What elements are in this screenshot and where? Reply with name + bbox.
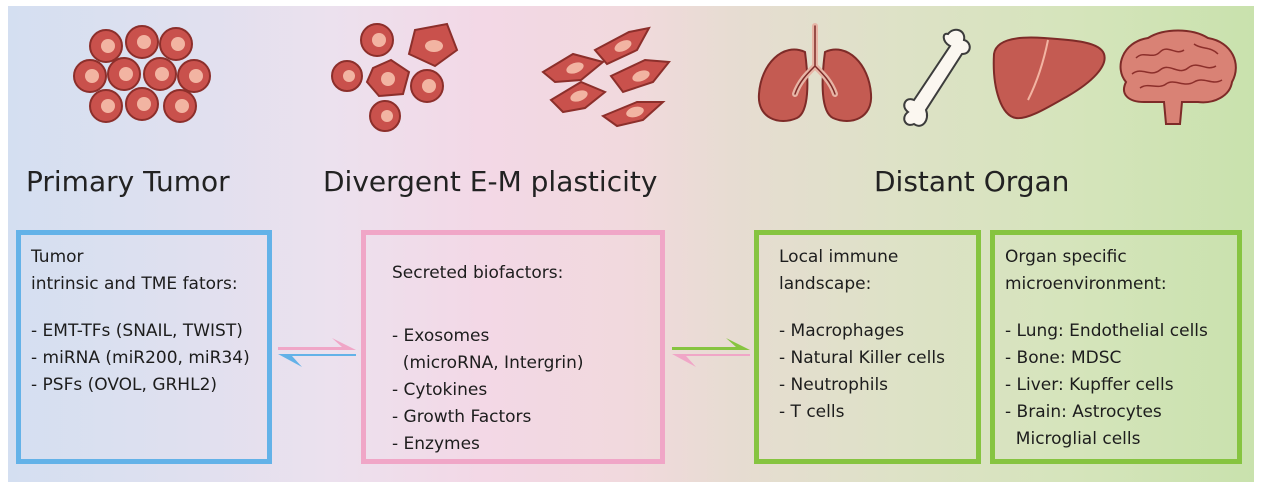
diagram-canvas: Primary Tumor Divergent E-M plasticity D… xyxy=(8,6,1254,482)
heading-divergent-em-plasticity: Divergent E-M plasticity xyxy=(323,165,658,198)
secreted-biofactors-box: Secreted biofactors: - Exosomes (microRN… xyxy=(361,230,665,464)
hybrid-cells-icon xyxy=(331,22,459,132)
organ-box-item: - Brain: Astrocytes xyxy=(1005,402,1162,422)
organ-box-item: - Bone: MDSC xyxy=(1005,348,1122,368)
spacer xyxy=(31,298,267,318)
organ-box-item: Microglial cells xyxy=(1005,429,1141,449)
secreted-box-item: - Growth Factors xyxy=(392,407,532,427)
secreted-box-item: - Cytokines xyxy=(392,380,488,400)
secreted-box-title: Secreted biofactors: xyxy=(392,263,564,283)
tumor-box-item: - PSFs (OVOL, GRHL2) xyxy=(31,375,218,395)
secreted-box-item: - Exosomes xyxy=(392,326,490,346)
immune-box-item: - T cells xyxy=(779,402,845,422)
secreted-box-item: (microRNA, Intergrin) xyxy=(392,353,584,373)
immune-box-item: - Natural Killer cells xyxy=(779,348,945,368)
tumor-box-title-line-2: intrinsic and TME fators: xyxy=(31,274,238,294)
spacer xyxy=(1005,298,1237,318)
immune-box-title-line-2: landscape: xyxy=(779,274,872,294)
organ-box-item: - Liver: Kupffer cells xyxy=(1005,375,1174,395)
organ-box-title-line-2: microenvironment: xyxy=(1005,274,1167,294)
lung-icon xyxy=(757,23,873,122)
immune-box-item: - Macrophages xyxy=(779,321,905,341)
equilibrium-arrows-right xyxy=(672,338,750,367)
organ-microenvironment-box: Organ specific microenvironment: - Lung:… xyxy=(990,230,1242,464)
spacer xyxy=(392,287,660,323)
spacer xyxy=(779,298,976,318)
local-immune-landscape-box: Local immune landscape: - Macrophages - … xyxy=(754,230,981,464)
tumor-box-title-line-1: Tumor xyxy=(31,247,84,267)
epithelial-cell-cluster-icon xyxy=(73,25,211,123)
brain-icon xyxy=(1119,29,1237,125)
organ-box-title-line-1: Organ specific xyxy=(1005,247,1127,267)
liver-icon xyxy=(992,36,1106,120)
secreted-box-item: - Enzymes xyxy=(392,434,480,454)
immune-box-item: - Neutrophils xyxy=(779,375,889,395)
bone-icon xyxy=(903,28,971,127)
tumor-box-item: - miRNA (miR200, miR34) xyxy=(31,348,250,368)
tumor-box-item: - EMT-TFs (SNAIL, TWIST) xyxy=(31,321,243,341)
mesenchymal-cells-icon xyxy=(541,26,671,128)
immune-box-title-line-1: Local immune xyxy=(779,247,899,267)
heading-primary-tumor: Primary Tumor xyxy=(26,165,230,198)
equilibrium-arrows-left xyxy=(278,338,356,367)
organ-box-item: - Lung: Endothelial cells xyxy=(1005,321,1208,341)
heading-distant-organ: Distant Organ xyxy=(874,165,1070,198)
tumor-factors-box: Tumor intrinsic and TME fators: - EMT-TF… xyxy=(16,230,272,464)
